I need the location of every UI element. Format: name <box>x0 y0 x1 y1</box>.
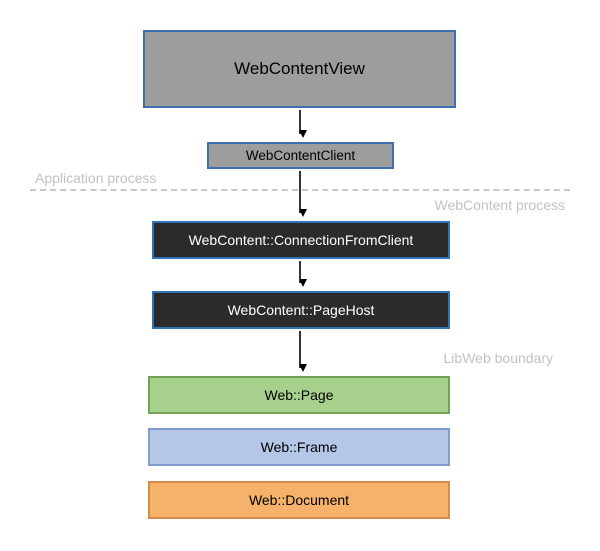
node-web-document: Web::Document <box>148 481 450 519</box>
node-web-page: Web::Page <box>148 376 450 414</box>
libweb-boundary-label: LibWeb boundary <box>443 350 553 366</box>
application-process-label: Application process <box>35 170 157 186</box>
node-webcontentclient: WebContentClient <box>207 142 394 169</box>
process-boundary-dashed-line <box>30 189 570 191</box>
webcontent-process-label: WebContent process <box>434 197 565 213</box>
node-webcontent-pagehost: WebContent::PageHost <box>152 291 450 329</box>
node-webcontentview: WebContentView <box>143 30 456 108</box>
node-web-frame: Web::Frame <box>148 428 450 466</box>
node-webcontent-connectionfromclient: WebContent::ConnectionFromClient <box>152 221 450 259</box>
